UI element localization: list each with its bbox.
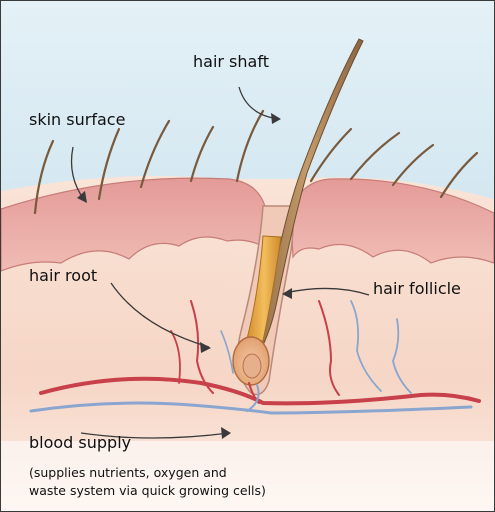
label-hair-follicle: hair follicle [373,279,461,298]
blood-supply-note-line1: (supplies nutrients, oxygen and [29,464,227,482]
dermal-papilla [243,354,261,378]
label-blood-supply: blood supply [29,433,131,452]
label-hair-root: hair root [29,266,97,285]
label-hair-shaft: hair shaft [193,52,269,71]
blood-supply-note-line2: waste system via quick growing cells) [29,482,266,500]
label-skin-surface: skin surface [29,110,125,129]
